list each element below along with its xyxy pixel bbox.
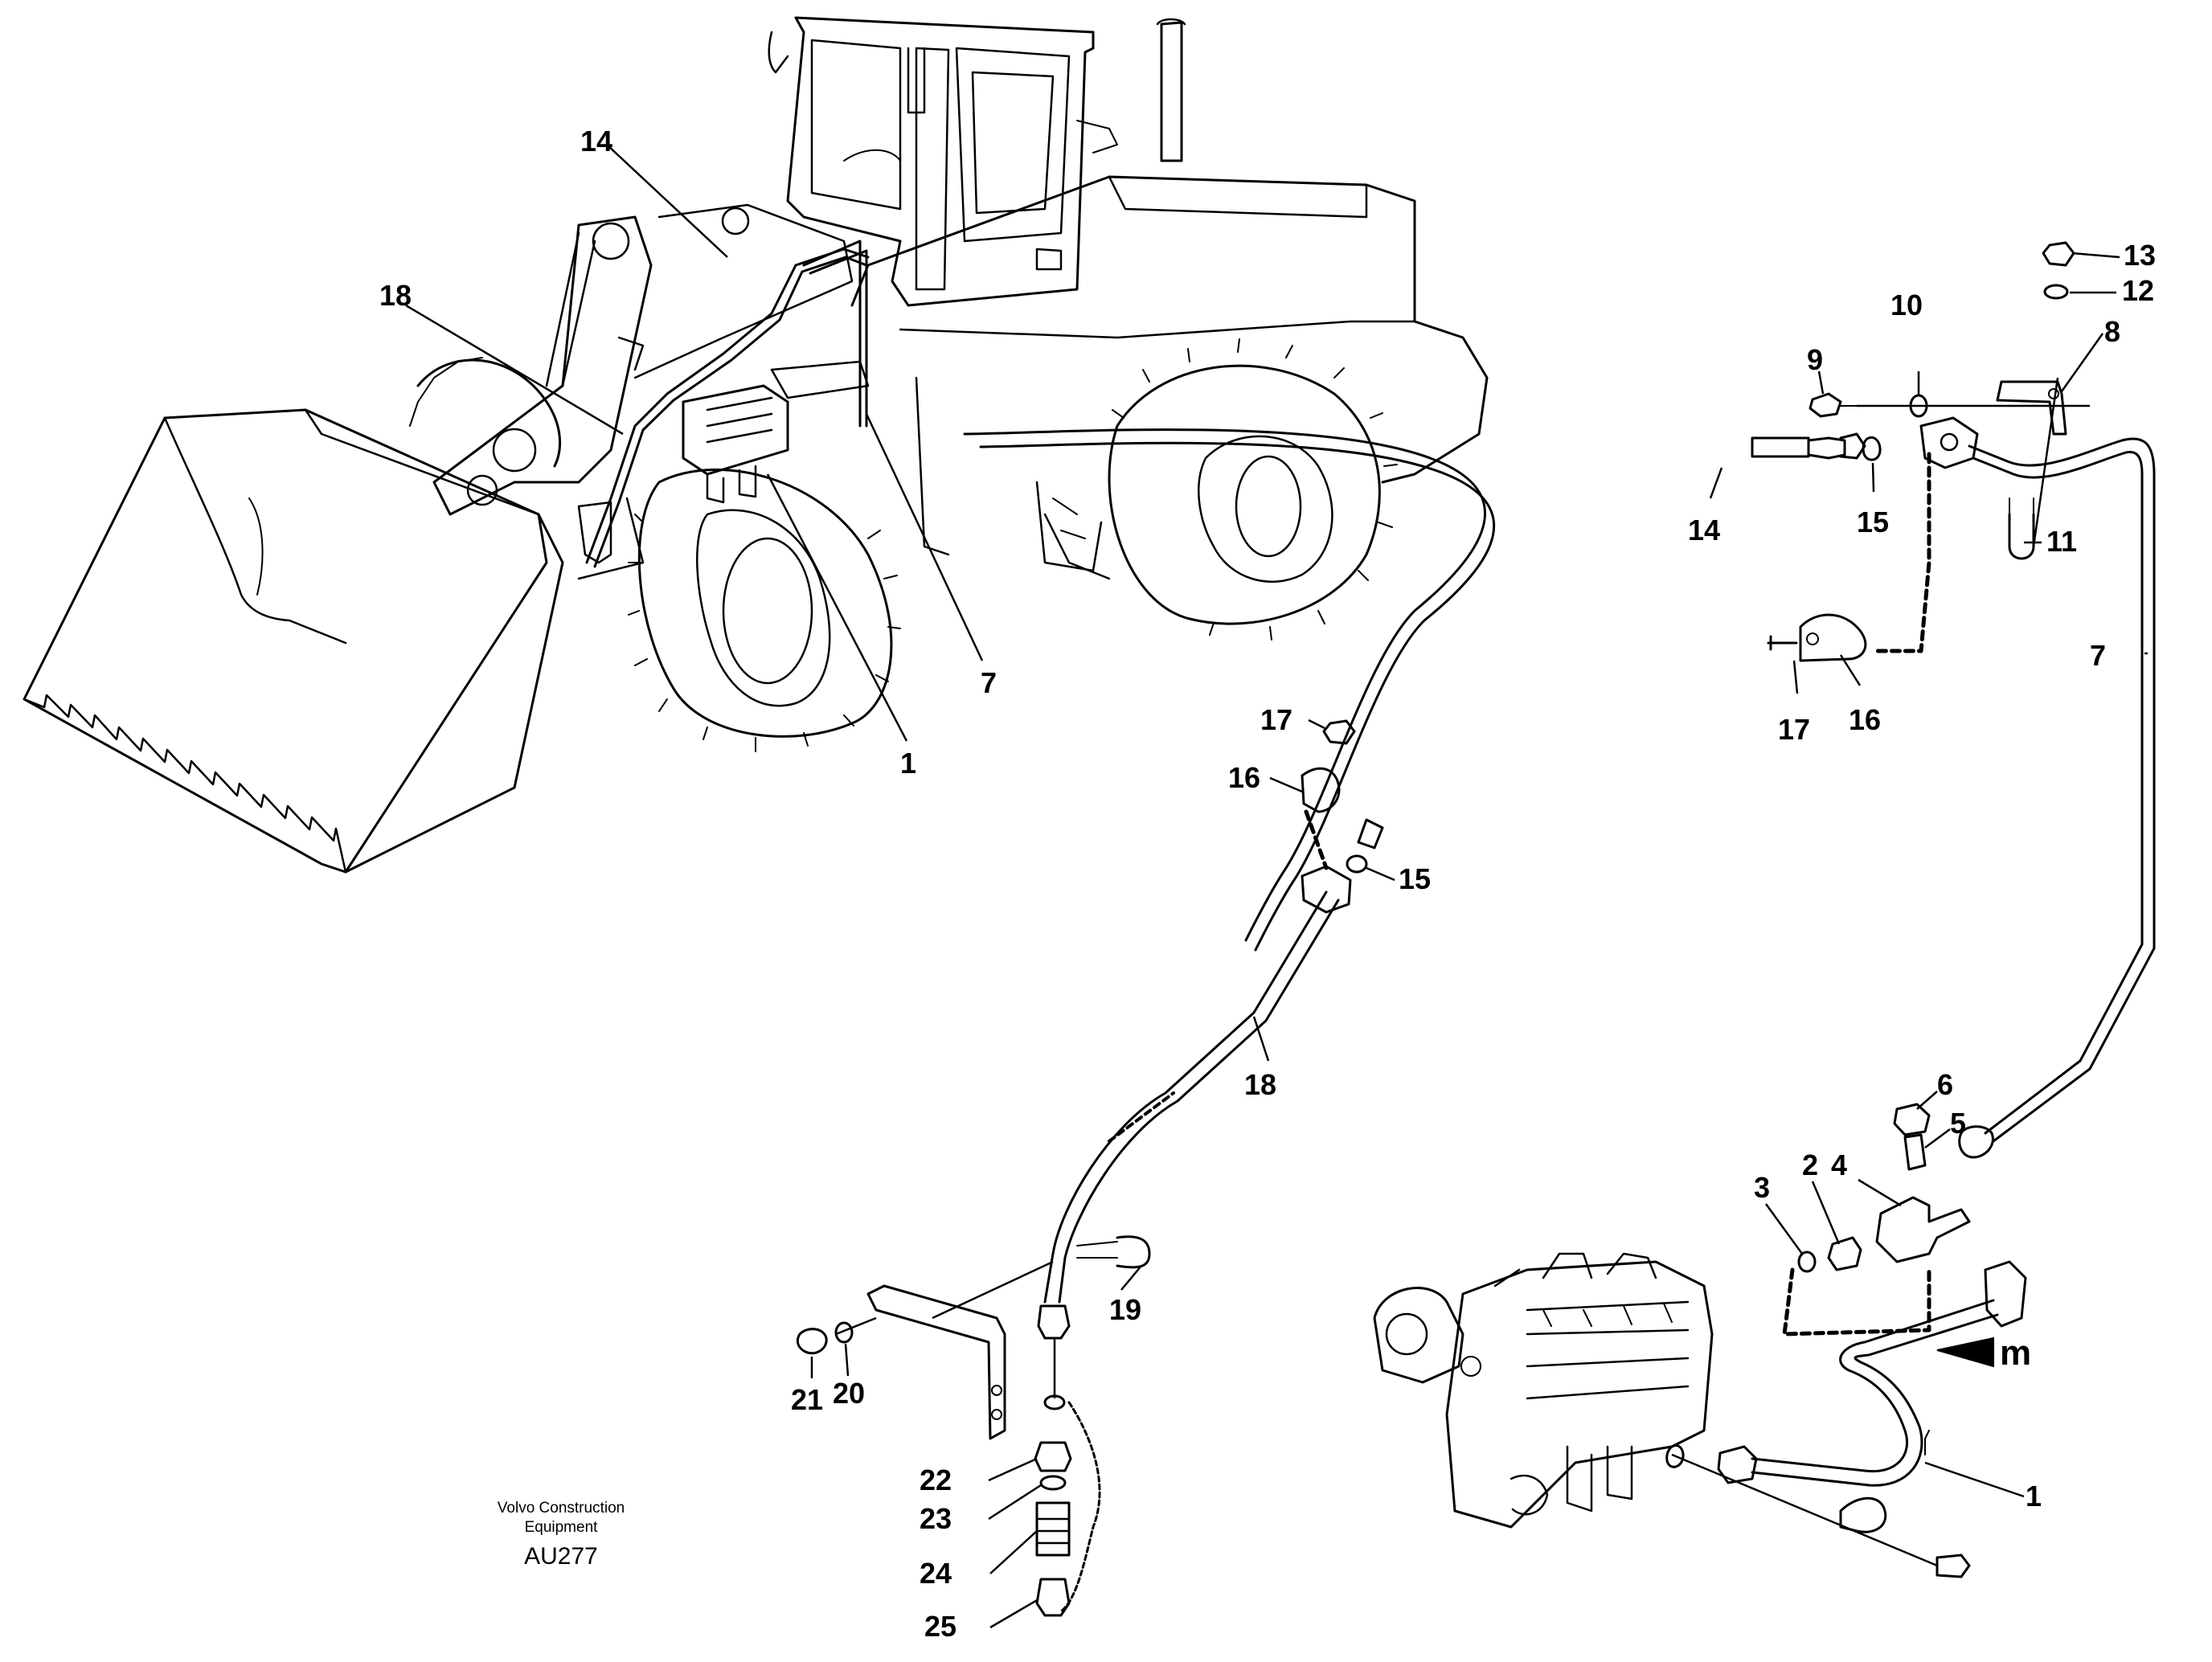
pipe-1 xyxy=(1751,1299,1995,1473)
clamp-lower xyxy=(1839,1496,1887,1533)
flange-18 xyxy=(1301,865,1352,914)
label-14-loader: 14 xyxy=(580,125,612,158)
clamp-16-upper xyxy=(1799,613,1867,662)
exhaust-stack xyxy=(1156,18,1186,162)
leader-lines xyxy=(405,144,2148,1629)
label-7-loader: 7 xyxy=(981,666,997,699)
label-1-lower: 1 xyxy=(2026,1480,2042,1513)
label-11: 11 xyxy=(2046,525,2077,558)
bracket-8 xyxy=(1996,380,2067,436)
washer-3 xyxy=(1797,1251,1817,1273)
front-tire xyxy=(628,468,901,752)
label-10: 10 xyxy=(1890,289,1923,321)
label-2: 2 xyxy=(1802,1148,1818,1181)
washer-20 xyxy=(834,1321,854,1344)
nipple-22 xyxy=(1034,1441,1072,1472)
clamp-16-middle xyxy=(1301,767,1341,813)
hose-14 xyxy=(963,428,1486,942)
label-18-loader: 18 xyxy=(379,279,412,312)
view-arrow xyxy=(1936,1337,1994,1368)
washer-23 xyxy=(1039,1475,1067,1491)
drawing-code: AU277 xyxy=(524,1543,598,1570)
label-8: 8 xyxy=(2104,315,2120,348)
label-22: 22 xyxy=(920,1463,952,1496)
rear-frame xyxy=(850,175,1489,580)
coupling-24 xyxy=(1035,1501,1071,1557)
mounting-bracket xyxy=(866,1284,1006,1440)
o-ring-lower xyxy=(1665,1444,1685,1468)
pipe-end-fitting xyxy=(1037,1304,1071,1340)
tee-4 xyxy=(1875,1196,1971,1263)
label-6: 6 xyxy=(1937,1068,1953,1101)
view-marker-m: m xyxy=(2000,1333,2031,1373)
cap-25 xyxy=(1035,1578,1071,1617)
adapter-5 xyxy=(1903,1133,1927,1171)
nut-17-middle xyxy=(1322,719,1356,745)
label-5: 5 xyxy=(1950,1107,1966,1140)
nut-13 xyxy=(2042,241,2075,267)
lift-arm xyxy=(432,203,854,580)
label-3: 3 xyxy=(1754,1171,1770,1204)
label-24: 24 xyxy=(920,1557,952,1590)
label-15-upper: 15 xyxy=(1857,506,1889,538)
label-17-middle: 17 xyxy=(1260,703,1292,736)
part-labels: 14 18 7 1 9 10 13 12 8 14 15 11 17 16 7 … xyxy=(379,125,2156,1643)
label-7-upper: 7 xyxy=(2090,639,2106,672)
label-23: 23 xyxy=(920,1502,952,1535)
wheel-loader-illustration xyxy=(23,16,1489,874)
loader-control-valve xyxy=(682,360,870,504)
label-12: 12 xyxy=(2122,274,2154,307)
hose-assembly-upper xyxy=(963,241,2156,1159)
label-16-upper: 16 xyxy=(1849,703,1881,736)
union-2 xyxy=(1827,1236,1862,1271)
rear-right-tire xyxy=(1108,338,1398,641)
label-16-middle: 16 xyxy=(1228,761,1260,794)
bolt-lower xyxy=(1936,1554,1971,1578)
credit-block: Volvo Construction Equipment AU277 xyxy=(498,1500,625,1570)
label-9: 9 xyxy=(1807,343,1823,376)
label-19: 19 xyxy=(1109,1293,1141,1326)
label-4: 4 xyxy=(1831,1148,1847,1181)
bucket xyxy=(23,408,564,874)
label-14-upper: 14 xyxy=(1688,514,1720,546)
label-1-loader: 1 xyxy=(900,747,916,780)
control-valve-block xyxy=(1373,1252,1714,1529)
label-18-middle: 18 xyxy=(1244,1068,1276,1101)
label-15-middle: 15 xyxy=(1399,862,1431,895)
label-21: 21 xyxy=(791,1383,823,1416)
label-20: 20 xyxy=(833,1377,865,1410)
pipe-assembly-middle xyxy=(796,719,1384,1617)
nut-9 xyxy=(1809,392,1842,418)
o-ring-15-upper xyxy=(1862,436,1882,461)
label-13: 13 xyxy=(2124,239,2156,272)
loader-pipes xyxy=(577,239,870,568)
washer-12 xyxy=(2043,284,2069,300)
cab xyxy=(768,16,1118,307)
bolt-17-upper xyxy=(1767,635,1798,651)
label-25: 25 xyxy=(924,1610,956,1643)
pipe-7 xyxy=(1968,437,2156,1143)
pipe-18 xyxy=(1043,890,1328,1304)
nut-6 xyxy=(1893,1103,1931,1136)
valve-assembly-lower-right xyxy=(1373,1103,2027,1578)
u-bolt-19 xyxy=(1116,1235,1151,1269)
washer-stack xyxy=(1043,1394,1066,1410)
label-17-upper: 17 xyxy=(1778,713,1810,746)
o-ring-15-middle xyxy=(1346,854,1368,874)
nut-21 xyxy=(796,1328,828,1355)
chain xyxy=(1059,1401,1101,1613)
rear-left-tire xyxy=(409,357,562,468)
pipe-1-flange xyxy=(1984,1260,2027,1328)
pipe-1-nut xyxy=(1717,1445,1758,1484)
credit-line-2: Equipment xyxy=(525,1519,599,1536)
u-bolt-11 xyxy=(2008,513,2035,560)
credit-line-1: Volvo Construction xyxy=(498,1500,625,1517)
